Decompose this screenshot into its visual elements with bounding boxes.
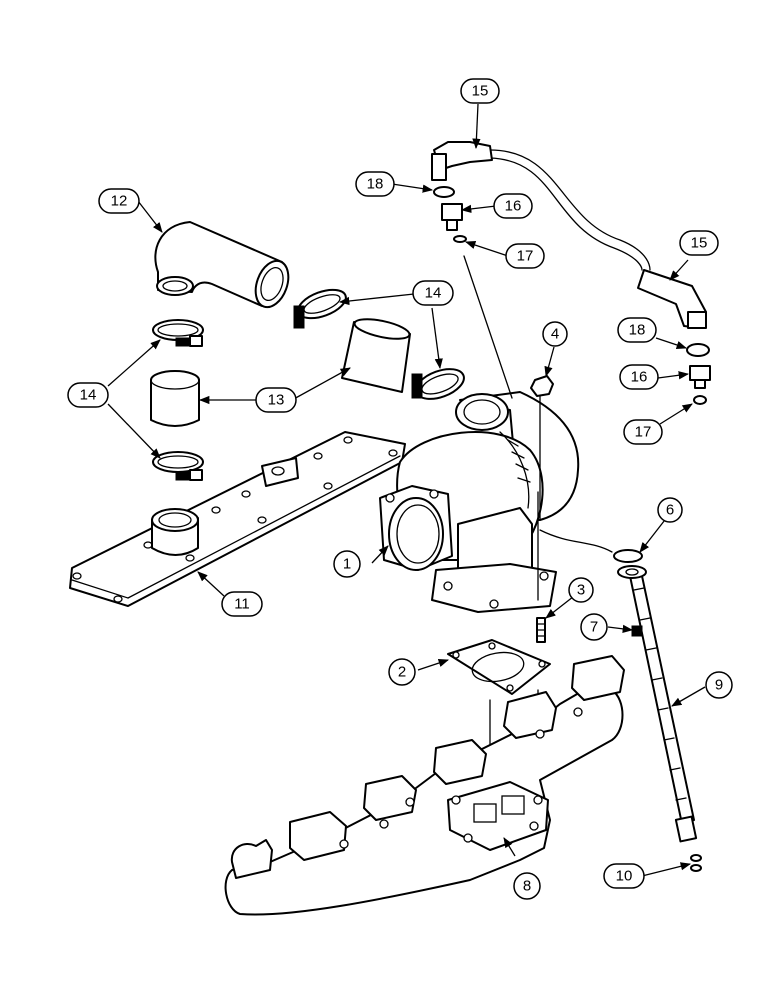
callout-8: 8 xyxy=(513,872,541,900)
callout-4: 4 xyxy=(542,321,568,347)
leader-lines xyxy=(107,103,706,877)
callout-2: 2 xyxy=(388,658,416,686)
part-4-stud-nut xyxy=(530,375,554,521)
callout-9: 9 xyxy=(705,671,733,699)
callout-16-top-label: 16 xyxy=(505,198,522,215)
callout-6: 6 xyxy=(657,497,683,523)
part-14-clamp-right xyxy=(411,368,465,400)
part-17-o-ring-top xyxy=(453,235,467,243)
callout-13-label: 13 xyxy=(268,392,285,409)
callout-16-right: 16 xyxy=(619,364,659,390)
callout-18-right-label: 18 xyxy=(629,322,646,339)
drain-connection-line xyxy=(539,529,613,553)
callout-3-label: 3 xyxy=(577,582,585,599)
part-14-clamp-upper-left xyxy=(152,319,204,347)
callout-11: 11 xyxy=(221,591,263,617)
callout-17-top: 17 xyxy=(505,243,545,269)
callout-3: 3 xyxy=(568,577,594,603)
part-12-elbow-pipe xyxy=(154,221,290,309)
callout-12-label: 12 xyxy=(111,193,128,210)
callout-14-top: 14 xyxy=(412,280,454,306)
part-16-fitting-top xyxy=(441,203,463,231)
callout-1: 1 xyxy=(333,550,361,578)
part-14-clamp-top-center xyxy=(293,288,347,329)
part-9-drain-tube xyxy=(629,575,698,843)
part-3-stud xyxy=(536,617,546,643)
callout-15-right: 15 xyxy=(679,230,719,256)
part-11-intake-cover xyxy=(69,431,406,607)
callout-18-top-label: 18 xyxy=(367,176,384,193)
callout-2-label: 2 xyxy=(398,664,406,681)
part-15-oil-supply-line xyxy=(431,141,707,329)
callout-15-top-label: 15 xyxy=(472,83,489,100)
callout-4-label: 4 xyxy=(551,326,559,343)
callout-12: 12 xyxy=(98,188,140,214)
part-13-hose-left xyxy=(150,370,200,427)
callout-16-top: 16 xyxy=(493,193,533,219)
callout-1-label: 1 xyxy=(343,556,351,573)
part-6-flange-gasket xyxy=(613,549,647,579)
callout-15-right-label: 15 xyxy=(691,235,708,252)
callout-10-label: 10 xyxy=(616,868,633,885)
part-17-o-ring-right xyxy=(693,395,707,405)
callout-13: 13 xyxy=(255,387,297,413)
callout-17-top-label: 17 xyxy=(517,248,534,265)
callout-11-label: 11 xyxy=(234,596,250,613)
callout-14-left-label: 14 xyxy=(80,387,97,404)
part-10-o-rings xyxy=(690,854,702,872)
callout-8-label: 8 xyxy=(523,878,531,895)
part-13-hose-right xyxy=(341,318,411,393)
callout-17-right: 17 xyxy=(623,419,663,445)
callout-18-right: 18 xyxy=(617,317,657,343)
part-8-exhaust-manifold xyxy=(224,655,625,916)
callout-14-left: 14 xyxy=(67,382,109,408)
callout-9-label: 9 xyxy=(715,677,723,694)
part-14-clamp-lower-left xyxy=(152,451,204,481)
part-18-washer-top xyxy=(433,186,455,198)
part-18-washer-right xyxy=(686,343,710,357)
callout-15-top: 15 xyxy=(460,78,500,104)
part-16-fitting-right xyxy=(689,365,711,389)
part-1-turbocharger xyxy=(379,391,580,613)
callout-18-top: 18 xyxy=(355,171,395,197)
part-7-bolt xyxy=(631,625,643,637)
callout-16-right-label: 16 xyxy=(631,369,648,386)
part-2-gasket xyxy=(447,639,551,695)
callout-14-top-label: 14 xyxy=(425,285,442,302)
callout-17-right-label: 17 xyxy=(635,424,652,441)
callout-7: 7 xyxy=(580,613,608,641)
callout-6-label: 6 xyxy=(666,502,674,519)
callout-10: 10 xyxy=(603,863,645,889)
callout-7-label: 7 xyxy=(590,619,598,636)
